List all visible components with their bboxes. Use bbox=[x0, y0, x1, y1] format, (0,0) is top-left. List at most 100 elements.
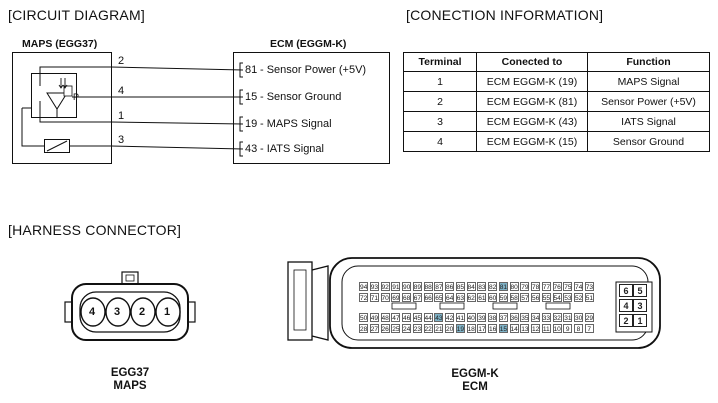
maps-connector-drawing bbox=[64, 271, 196, 341]
ecm-cavity: 34 bbox=[531, 313, 540, 322]
ecm-cavity: 56 bbox=[531, 293, 540, 302]
ecm-cavity: 74 bbox=[574, 282, 583, 291]
ecm-cavity: 92 bbox=[380, 282, 390, 291]
ecm-cavity: 23 bbox=[412, 324, 422, 333]
ecm-cavity: 50 bbox=[359, 313, 368, 322]
ecm-cavity: 83 bbox=[477, 282, 487, 291]
ecm-cavity: 76 bbox=[552, 282, 562, 291]
maps-pin-number: 1 bbox=[118, 110, 125, 122]
ecm-cavity: 24 bbox=[402, 324, 411, 333]
ecm-cavity: 90 bbox=[402, 282, 411, 291]
connection-table: Terminal Conected to Function 1 ECM EGGM… bbox=[403, 52, 710, 152]
ecm-cavity: 65 bbox=[434, 293, 444, 302]
ecm-connector-name: ECM bbox=[462, 381, 488, 393]
maps-pin-number: 2 bbox=[118, 55, 125, 67]
ecm-cavity: 67 bbox=[412, 293, 422, 302]
table-cell: Sensor Power (+5V) bbox=[587, 91, 710, 112]
ecm-cavity: 61 bbox=[477, 293, 487, 302]
ecm-cavity: 52 bbox=[574, 293, 583, 302]
table-cell: MAPS Signal bbox=[587, 71, 710, 92]
maps-pin-number: 3 bbox=[118, 134, 125, 146]
ecm-connector-id: EGGM-K bbox=[451, 368, 499, 380]
table-header-row: Terminal Conected to Function bbox=[403, 52, 710, 72]
ecm-connector-caption: EGGM-K ECM bbox=[440, 368, 510, 394]
ecm-cavity: 15 bbox=[498, 324, 508, 333]
ecm-side-cavity: 4 bbox=[619, 299, 633, 312]
ecm-pin-number: 15 bbox=[245, 91, 258, 103]
ecm-cavity: 88 bbox=[423, 282, 433, 291]
ecm-cavity: 93 bbox=[369, 282, 379, 291]
ecm-cavity: 66 bbox=[423, 293, 433, 302]
ecm-cavity: 29 bbox=[584, 313, 594, 322]
ecm-cavity: 39 bbox=[477, 313, 487, 322]
ecm-cavity: 20 bbox=[445, 324, 454, 333]
ecm-cavity: 77 bbox=[541, 282, 551, 291]
ecm-cavity: 51 bbox=[584, 293, 594, 302]
ecm-cavity: 82 bbox=[488, 282, 497, 291]
ecm-cavity: 28 bbox=[359, 324, 368, 333]
table-cell: 2 bbox=[403, 91, 477, 112]
ecm-component-label: ECM (EGGM-K) bbox=[270, 38, 347, 50]
ecm-cavity: 87 bbox=[434, 282, 444, 291]
table-cell: ECM EGGM-K (43) bbox=[476, 111, 588, 132]
ecm-pin-label: - IATS Signal bbox=[260, 143, 324, 155]
column-header: Terminal bbox=[403, 52, 477, 72]
maps-connector-pin: 1 bbox=[164, 306, 171, 318]
ecm-cavity: 70 bbox=[380, 293, 390, 302]
circuit-diagram bbox=[12, 52, 390, 164]
ecm-side-cavity: 6 bbox=[619, 284, 633, 297]
maps-connector-pin: 2 bbox=[139, 306, 146, 318]
ecm-cavity: 79 bbox=[520, 282, 530, 291]
ecm-cavity: 16 bbox=[488, 324, 497, 333]
table-cell: IATS Signal bbox=[587, 111, 710, 132]
ecm-cavity: 8 bbox=[574, 324, 583, 333]
ecm-cavity: 69 bbox=[391, 293, 401, 302]
ecm-cavity: 12 bbox=[531, 324, 540, 333]
ecm-side-cavity: 3 bbox=[633, 299, 647, 312]
table-row: 1 ECM EGGM-K (19) MAPS Signal bbox=[403, 71, 710, 92]
maps-connector-pin: 4 bbox=[89, 306, 96, 318]
ecm-cavity: 73 bbox=[584, 282, 594, 291]
ecm-cavity: 94 bbox=[359, 282, 368, 291]
ecm-cavity: 31 bbox=[563, 313, 573, 322]
ecm-cavity: 71 bbox=[369, 293, 379, 302]
ecm-pin-number: 43 bbox=[245, 143, 258, 155]
table-cell: 4 bbox=[403, 131, 477, 152]
ecm-cavity: 22 bbox=[423, 324, 433, 333]
ecm-cavity: 46 bbox=[402, 313, 411, 322]
table-cell: ECM EGGM-K (19) bbox=[476, 71, 588, 92]
ecm-cavity: 40 bbox=[466, 313, 476, 322]
maps-component-label: MAPS (EGG37) bbox=[22, 38, 98, 50]
maps-connector-id: EGG37 bbox=[110, 367, 150, 379]
ecm-connector-drawing bbox=[287, 257, 661, 349]
ecm-cavity: 85 bbox=[455, 282, 465, 291]
ecm-cavity: 62 bbox=[466, 293, 476, 302]
ecm-cavity: 11 bbox=[541, 324, 551, 333]
ecm-cavity: 41 bbox=[455, 313, 465, 322]
ecm-cavity: 55 bbox=[541, 293, 551, 302]
ecm-side-cavity: 2 bbox=[619, 314, 633, 327]
table-cell: Sensor Ground bbox=[587, 131, 710, 152]
ecm-cavity: 78 bbox=[531, 282, 540, 291]
sensor-symbol-label: P bbox=[73, 92, 80, 102]
ecm-cavity: 63 bbox=[455, 293, 465, 302]
ecm-cavity: 47 bbox=[391, 313, 401, 322]
ecm-side-cavity: 1 bbox=[633, 314, 647, 327]
table-cell: ECM EGGM-K (15) bbox=[476, 131, 588, 152]
table-row: 2 ECM EGGM-K (81) Sensor Power (+5V) bbox=[403, 91, 710, 112]
ecm-cavity: 64 bbox=[445, 293, 454, 302]
ecm-cavity: 84 bbox=[466, 282, 476, 291]
table-cell: 3 bbox=[403, 111, 477, 132]
ecm-cavity: 10 bbox=[552, 324, 562, 333]
column-header: Conected to bbox=[476, 52, 588, 72]
ecm-cavity: 59 bbox=[498, 293, 508, 302]
ecm-cavity: 35 bbox=[520, 313, 530, 322]
ecm-cavity: 45 bbox=[412, 313, 422, 322]
ecm-cavity: 27 bbox=[369, 324, 379, 333]
ecm-cavity: 25 bbox=[391, 324, 401, 333]
ecm-pin-label: - Sensor Ground bbox=[260, 91, 342, 103]
ecm-cavity: 75 bbox=[563, 282, 573, 291]
connection-info-heading: [CONECTION INFORMATION] bbox=[406, 7, 604, 23]
ecm-cavity: 19 bbox=[455, 324, 465, 333]
ecm-cavity: 72 bbox=[359, 293, 368, 302]
